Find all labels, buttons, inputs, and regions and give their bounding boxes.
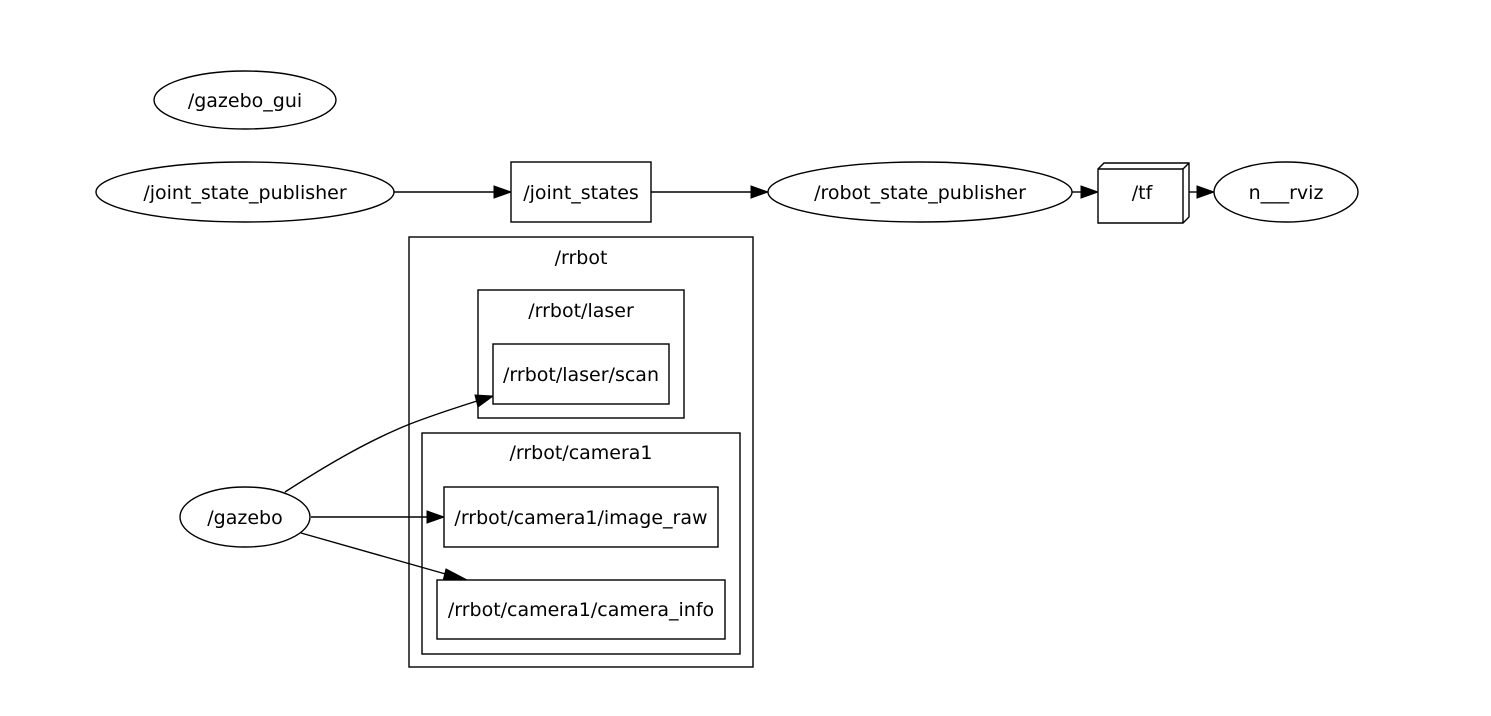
edge-joint-state-publisher-to-joint-states: [394, 185, 513, 199]
edge-joint-states-to-robot-state-publisher: [651, 185, 770, 199]
node-camera-image-raw-label: /rrbot/camera1/image_raw: [454, 507, 707, 529]
node-camera-info-label: /rrbot/camera1/camera_info: [448, 599, 714, 621]
node-rviz-label: n___rviz: [1249, 182, 1324, 204]
node-laser-scan-label: /rrbot/laser/scan: [503, 364, 659, 386]
cluster-laser-label: /rrbot/laser: [528, 300, 634, 322]
edge-gazebo-to-camera-image-raw: [311, 510, 446, 524]
node-tf-label: /tf: [1132, 182, 1154, 204]
node-camera-image-raw[interactable]: /rrbot/camera1/image_raw: [443, 486, 719, 548]
node-gazebo-gui[interactable]: /gazebo_gui: [153, 70, 337, 130]
cluster-rrbot-camera1: /rrbot/camera1: [421, 432, 741, 655]
cluster-rrbot-laser: /rrbot/laser: [477, 289, 685, 419]
node-gazebo-label: /gazebo: [207, 507, 282, 529]
cluster-camera1-label: /rrbot/camera1: [509, 442, 652, 464]
edge-gazebo-to-laser-scan: [284, 394, 495, 493]
node-robot-state-publisher-label: /robot_state_publisher: [814, 182, 1026, 204]
edge-gazebo-to-camera-info: [300, 532, 469, 582]
node-gazebo-gui-label: /gazebo_gui: [188, 90, 302, 112]
node-camera-info[interactable]: /rrbot/camera1/camera_info: [436, 579, 726, 640]
node-laser-scan[interactable]: /rrbot/laser/scan: [492, 343, 670, 405]
node-robot-state-publisher[interactable]: /robot_state_publisher: [767, 161, 1073, 223]
edge-robot-state-publisher-to-tf: [1072, 185, 1100, 199]
cluster-rrbot: /rrbot: [408, 236, 754, 668]
node-rviz[interactable]: n___rviz: [1213, 161, 1359, 223]
cluster-rrbot-label: /rrbot: [555, 247, 608, 269]
node-joint-states-label: /joint_states: [523, 182, 639, 204]
node-joint-state-publisher-label: /joint_state_publisher: [143, 182, 347, 204]
node-tf[interactable]: /tf: [1097, 162, 1190, 224]
node-joint-state-publisher[interactable]: /joint_state_publisher: [95, 161, 395, 223]
node-joint-states[interactable]: /joint_states: [510, 161, 652, 223]
node-gazebo[interactable]: /gazebo: [179, 486, 311, 548]
